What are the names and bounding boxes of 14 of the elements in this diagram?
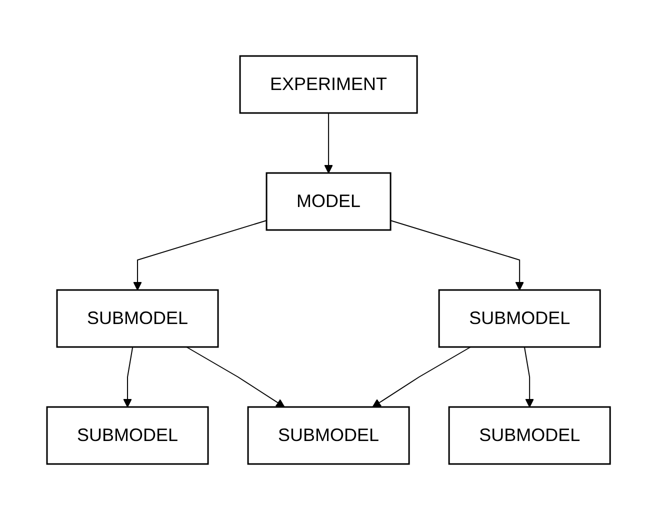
node-box: SUBMODEL bbox=[248, 406, 410, 464]
node-box: SUBMODEL bbox=[438, 288, 602, 348]
arrow bbox=[186, 346, 286, 407]
arrow bbox=[524, 346, 534, 407]
node-box: EXPERIMENT bbox=[240, 54, 418, 114]
node-box: SUBMODEL bbox=[56, 288, 220, 348]
arrow bbox=[324, 112, 334, 173]
arrow bbox=[124, 346, 134, 407]
arrow bbox=[372, 346, 472, 407]
arrow bbox=[390, 220, 524, 290]
node-box: SUBMODEL bbox=[46, 406, 210, 464]
arrow bbox=[134, 220, 268, 290]
node-box: SUBMODEL bbox=[448, 406, 612, 464]
node-box: MODEL bbox=[266, 172, 392, 230]
